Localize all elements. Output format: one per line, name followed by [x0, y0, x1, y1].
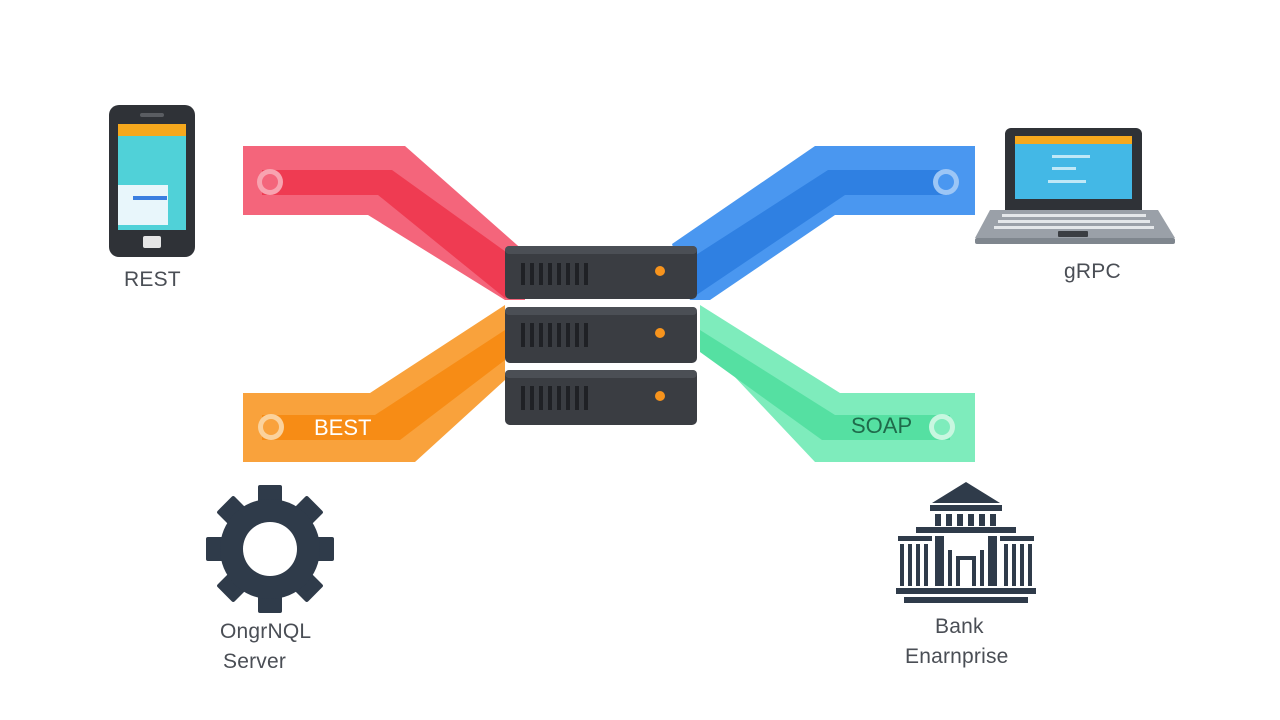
gear-icon — [206, 485, 334, 613]
laptop-client-label: gRPC — [1064, 260, 1121, 283]
gear-server-label-line1: OngrNQL — [220, 620, 312, 643]
laptop-icon — [975, 128, 1175, 244]
bank-label-line2: Enarnprise — [905, 645, 1009, 668]
connector-bottom-left — [243, 305, 505, 462]
server-rack-icon — [505, 246, 697, 425]
bank-building-icon — [896, 482, 1036, 603]
server-unit-2 — [505, 307, 697, 363]
connector-top-left — [243, 146, 525, 300]
server-unit-1 — [505, 246, 697, 299]
gear-server-label-line2: Server — [223, 650, 287, 673]
mobile-client-label: REST — [124, 268, 181, 291]
connector-bottom-right-label: SOAP — [851, 413, 913, 438]
bank-label: Bank Enarnprise — [905, 612, 1009, 672]
smartphone-icon — [109, 105, 195, 257]
connector-bottom-right — [700, 305, 975, 462]
connector-bottom-left-label: BEST — [314, 415, 372, 440]
connector-top-right — [672, 146, 975, 300]
server-unit-3 — [505, 370, 697, 425]
gear-server-label: OngrNQL Server — [220, 617, 311, 677]
bank-label-line1: Bank — [935, 615, 984, 638]
